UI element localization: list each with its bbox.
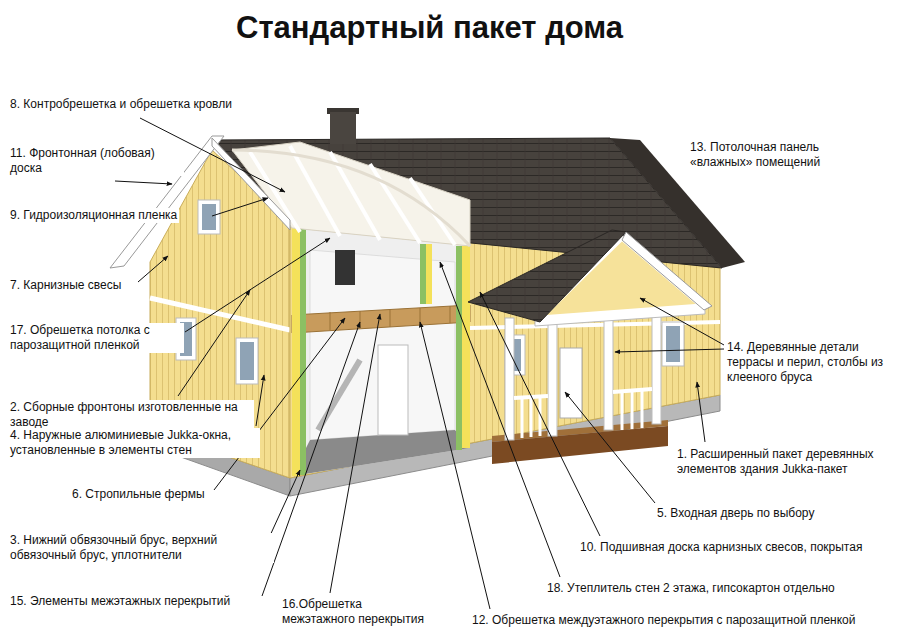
leader-line-part (697, 382, 705, 442)
callout-label: 16.Обрешетка межэтажного перекрытия (280, 597, 434, 627)
porch-part (652, 308, 661, 424)
cutaway-interior-part (420, 244, 426, 304)
callout-label: 5. Входная дверь по выбору (655, 506, 816, 521)
porch-part (604, 312, 613, 430)
roof-part (212, 138, 290, 230)
leader-line-part (640, 298, 724, 345)
callout-label: 10. Подшивная доска карнизных свесов, по… (578, 540, 864, 555)
porch-part (521, 398, 524, 438)
leader-line-part (138, 256, 168, 282)
roof-part (232, 142, 470, 246)
callout-label: 4. Наружные алюминиевые Jukka-окна, уста… (8, 428, 260, 458)
gable-wall-part (198, 200, 220, 234)
callout-label: 12. Обрешетка междуэтажного перекрытия с… (470, 613, 857, 628)
leader-line-part (185, 238, 330, 332)
cutaway-interior-part (335, 250, 355, 285)
porch-part (622, 232, 712, 310)
porch-part (530, 397, 533, 437)
cutaway-interior-part (462, 246, 470, 448)
leader-line-part (262, 322, 360, 596)
cutaway-interior-part (300, 229, 306, 475)
leader-line-part (268, 470, 300, 540)
cutaway-interior-part (360, 311, 361, 328)
leader-line-part (565, 392, 655, 503)
porch (468, 230, 712, 464)
porch-part (492, 426, 668, 464)
callout-label: 17. Обрешетка потолка с парозащитной пле… (8, 323, 184, 353)
leader-line-part (256, 375, 264, 426)
cutaway-interior-part (318, 360, 360, 430)
cutaway-interior-part (456, 246, 462, 450)
roof (110, 108, 745, 268)
gable-wall-part (240, 342, 254, 380)
front-wall (290, 222, 720, 478)
callout-label: 3. Нижний обвязочный брус, верхний обвяз… (8, 533, 274, 563)
leader-line-part (440, 262, 560, 577)
leader-line-part (615, 349, 724, 352)
porch-part (548, 316, 557, 436)
callout-label: 2. Сборные фронтоны изготовленные на зав… (8, 400, 254, 430)
leader-line-part (115, 181, 172, 184)
cutaway-interior-part (378, 345, 408, 435)
title: Стандартный пакет дома (236, 10, 623, 46)
leader-line-part (212, 198, 268, 216)
leader-line-part (178, 290, 250, 396)
cutaway-interior-part (330, 312, 331, 330)
cutaway-interior-part (292, 305, 470, 333)
porch-part (505, 318, 514, 440)
gable-wall-part (202, 204, 216, 230)
callout-label: 6. Стропильные фермы (70, 487, 207, 502)
leader-line-part (480, 292, 600, 536)
porch-part (560, 348, 582, 418)
cutaway-interior-part (292, 228, 300, 476)
porch-part (631, 390, 634, 429)
porch-part (641, 390, 644, 428)
leader-line-part (330, 314, 380, 593)
cutaway-interior-part (310, 250, 455, 440)
callout-label: 11. Фронтонная (лобовая) доска (8, 146, 184, 176)
callout-label: 13. Потолочная панель «влажных» помещени… (688, 140, 872, 170)
roof-part (330, 112, 356, 144)
roof-part (370, 164, 420, 243)
callout-label: 1. Расширенный пакет деревянных элементо… (675, 447, 895, 477)
front-wall-part (666, 326, 680, 362)
front-wall-part (662, 322, 684, 366)
callout-label: 9. Гидроизоляционная пленка (8, 208, 179, 223)
front-wall-part (290, 222, 720, 478)
callout-label: 7. Карнизные свесы (8, 278, 123, 293)
callout-label: 18. Утеплитель стен 2 этажа, гипсокартон… (545, 581, 837, 596)
callout-label: 14. Деревянные детали террасы и перил, с… (725, 340, 895, 385)
porch-part (468, 230, 626, 322)
porch-part (621, 391, 624, 430)
cutaway-interior-part (450, 306, 451, 323)
cutaway-interior-part (390, 309, 391, 327)
callout-label: 8. Контробрешетка и обрешетка кровли (8, 97, 234, 112)
callout-label: 15. Элементы межэтажных перекрытий (8, 594, 232, 609)
gable-wall-part (236, 338, 258, 384)
cutaway-interior-part (426, 244, 432, 304)
